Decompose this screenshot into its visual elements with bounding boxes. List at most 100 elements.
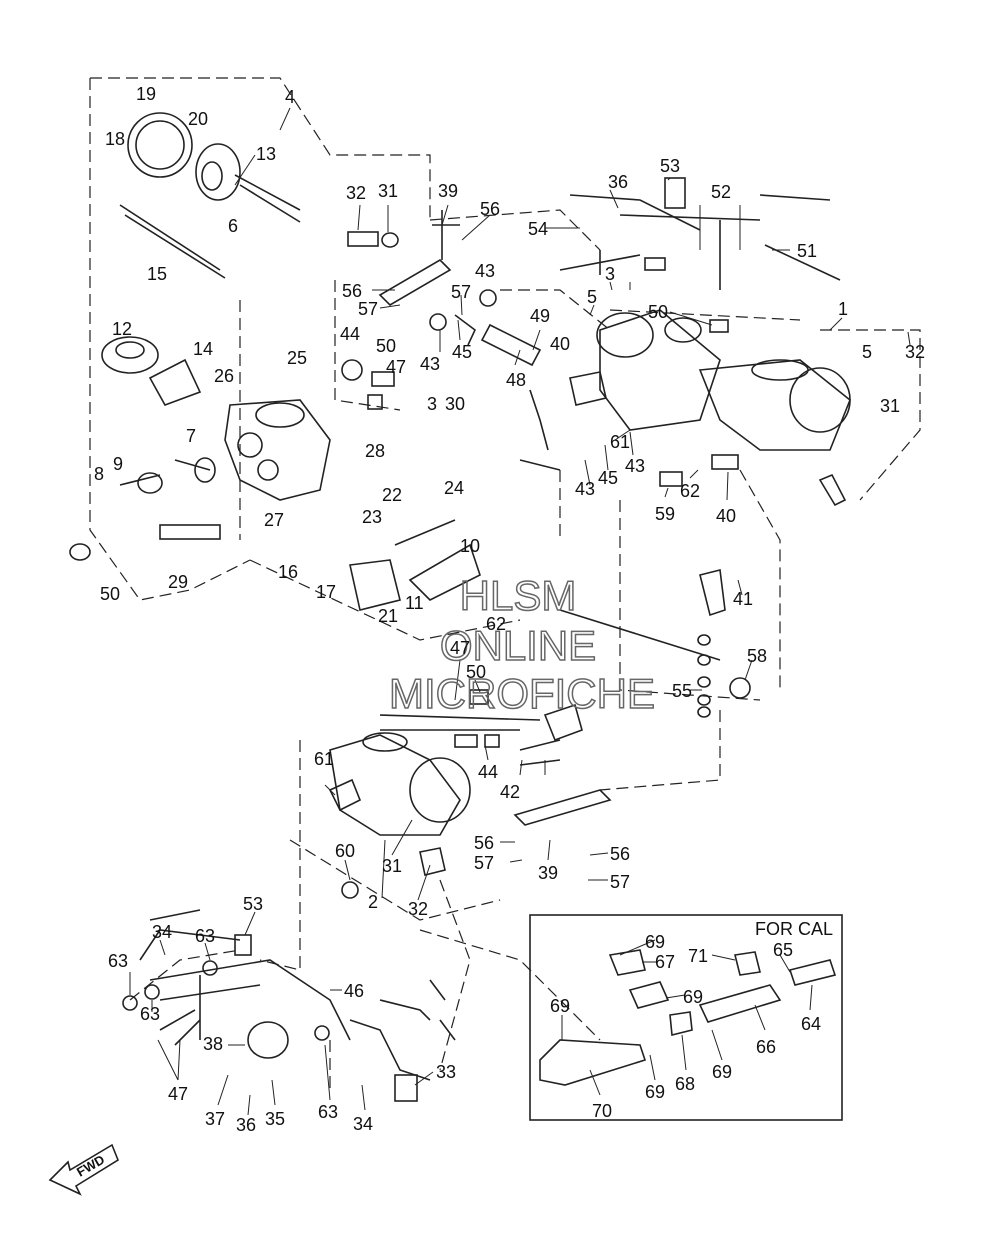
callout-63a: 63 xyxy=(195,926,215,946)
callout-40a: 40 xyxy=(550,334,570,354)
callout-63c: 63 xyxy=(140,1004,160,1024)
callout-34a: 34 xyxy=(152,922,172,942)
callout-29: 29 xyxy=(168,572,188,592)
callout-56c: 56 xyxy=(474,833,494,853)
callout-69c: 69 xyxy=(550,996,570,1016)
callout-39b: 39 xyxy=(538,863,558,883)
callout-5a: 5 xyxy=(587,287,597,307)
fwd-arrow-icon: FWD xyxy=(48,1143,119,1196)
callout-56a: 56 xyxy=(480,199,500,219)
callout-33: 33 xyxy=(436,1062,456,1082)
callout-49: 49 xyxy=(530,306,550,326)
callout-47a: 47 xyxy=(386,357,406,377)
callout-71: 71 xyxy=(688,946,708,966)
callout-15: 15 xyxy=(147,264,167,284)
callout-57b: 57 xyxy=(451,282,471,302)
callout-50d: 50 xyxy=(466,662,486,682)
callout-56d: 56 xyxy=(610,844,630,864)
callout-50b: 50 xyxy=(100,584,120,604)
callout-19: 19 xyxy=(136,84,156,104)
callout-54: 54 xyxy=(528,219,548,239)
callout-45b: 45 xyxy=(598,468,618,488)
callout-61a: 61 xyxy=(610,432,630,452)
callout-18: 18 xyxy=(105,129,125,149)
callout-17: 17 xyxy=(316,582,336,602)
inset-title: FOR CAL xyxy=(755,919,833,939)
callout-37: 37 xyxy=(205,1109,225,1129)
callout-27: 27 xyxy=(264,510,284,530)
callout-52: 52 xyxy=(711,182,731,202)
callout-44a: 44 xyxy=(340,324,360,344)
callout-64: 64 xyxy=(801,1014,821,1034)
callout-70: 70 xyxy=(592,1101,612,1121)
callout-3a: 3 xyxy=(427,394,437,414)
callout-57c: 57 xyxy=(474,853,494,873)
callout-59: 59 xyxy=(655,504,675,524)
callout-25: 25 xyxy=(287,348,307,368)
callout-68: 68 xyxy=(675,1074,695,1094)
callout-56b: 56 xyxy=(342,281,362,301)
callout-32b: 32 xyxy=(905,342,925,362)
callout-30: 30 xyxy=(445,394,465,414)
callout-63b: 63 xyxy=(108,951,128,971)
callout-24: 24 xyxy=(444,478,464,498)
callout-53a: 53 xyxy=(660,156,680,176)
callout-42: 42 xyxy=(500,782,520,802)
callout-40b: 40 xyxy=(716,506,736,526)
callout-20: 20 xyxy=(188,109,208,129)
callout-41: 41 xyxy=(733,589,753,609)
callout-14: 14 xyxy=(193,339,213,359)
group-boundaries xyxy=(89,77,921,1090)
callout-6: 6 xyxy=(228,216,238,236)
watermark-line-2: ONLINE xyxy=(440,622,596,669)
callout-60: 60 xyxy=(335,841,355,861)
callout-5b: 5 xyxy=(862,342,872,362)
callout-67: 67 xyxy=(655,952,675,972)
callout-62a: 62 xyxy=(486,614,506,634)
callout-22: 22 xyxy=(382,485,402,505)
callout-labels: 19 18 20 4 13 6 15 32 31 39 56 56 57 43 … xyxy=(94,84,925,1135)
callout-34b: 34 xyxy=(353,1114,373,1134)
watermark-line-1: HLSM xyxy=(460,572,577,619)
callout-28: 28 xyxy=(365,441,385,461)
callout-38: 38 xyxy=(203,1034,223,1054)
callout-32c: 32 xyxy=(408,899,428,919)
callout-16: 16 xyxy=(278,562,298,582)
callout-36b: 36 xyxy=(236,1115,256,1135)
callout-35: 35 xyxy=(265,1109,285,1129)
callout-11: 11 xyxy=(405,593,424,613)
callout-50c: 50 xyxy=(648,302,668,322)
callout-48: 48 xyxy=(506,370,526,390)
callout-26: 26 xyxy=(214,366,234,386)
callout-58: 58 xyxy=(747,646,767,666)
callout-47c: 47 xyxy=(168,1084,188,1104)
callout-44b: 44 xyxy=(478,762,498,782)
callout-23: 23 xyxy=(362,507,382,527)
callout-36a: 36 xyxy=(608,172,628,192)
callout-7: 7 xyxy=(186,426,196,446)
watermark-line-3: MICROFICHE xyxy=(389,670,655,717)
callout-43d: 43 xyxy=(575,479,595,499)
callout-55: 55 xyxy=(672,681,692,701)
callout-50a: 50 xyxy=(376,336,396,356)
callout-53b: 53 xyxy=(243,894,263,914)
callout-13: 13 xyxy=(256,144,276,164)
callout-69d: 69 xyxy=(712,1062,732,1082)
callout-66: 66 xyxy=(756,1037,776,1057)
callout-45a: 45 xyxy=(452,342,472,362)
callout-1: 1 xyxy=(838,299,848,319)
watermark: HLSM ONLINE MICROFICHE xyxy=(388,571,656,718)
callout-62b: 62 xyxy=(680,481,700,501)
callout-43b: 43 xyxy=(420,354,440,374)
callout-21: 21 xyxy=(378,606,398,626)
callout-32a: 32 xyxy=(346,183,366,203)
callout-65: 65 xyxy=(773,940,793,960)
callout-31b: 31 xyxy=(880,396,900,416)
leader-lines xyxy=(129,107,911,1116)
callout-8: 8 xyxy=(94,464,104,484)
callout-2: 2 xyxy=(368,892,378,912)
callout-69b: 69 xyxy=(683,987,703,1007)
callout-43a: 43 xyxy=(475,261,495,281)
callout-43c: 43 xyxy=(625,456,645,476)
